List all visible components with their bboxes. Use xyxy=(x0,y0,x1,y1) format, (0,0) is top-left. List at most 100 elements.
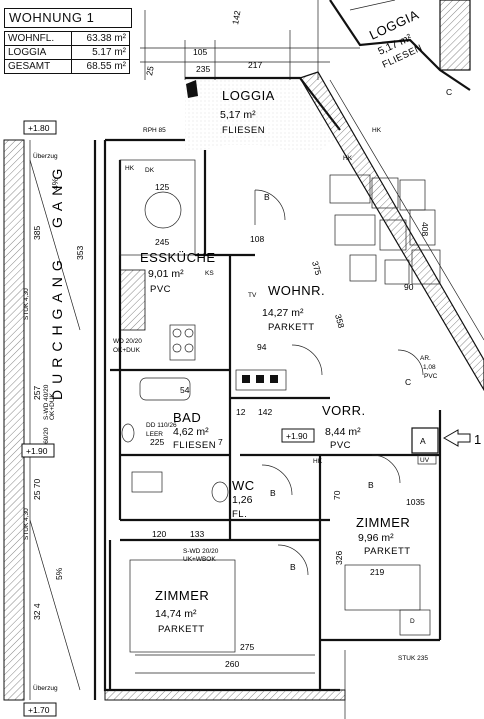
room-name: ZIMMER xyxy=(356,515,410,530)
dim-label: 217 xyxy=(248,60,262,70)
total-row: GESAMT 68.55 m² xyxy=(4,59,131,74)
dim-label: 408 xyxy=(420,222,430,236)
dim-label: 12 xyxy=(236,407,246,417)
dim-label: 358 xyxy=(333,313,346,330)
level-bottom: +1.70 xyxy=(28,705,50,715)
dim-label: 142 xyxy=(258,407,272,417)
dim-label: 142 xyxy=(230,9,242,25)
entrance-number: 1 xyxy=(474,432,482,447)
dim-label: 260 xyxy=(225,659,239,669)
right-blocks: 408 358 375 90 HK HK xyxy=(310,127,441,330)
label-ueberzug: Überzug xyxy=(33,684,58,692)
entrance: A 1 UV xyxy=(411,427,482,465)
column-marker xyxy=(186,80,198,98)
label-dk: DK xyxy=(145,167,155,174)
label-swd: OK+DUK xyxy=(49,392,56,420)
label-tv: TV xyxy=(248,292,257,299)
dim-label: 108 xyxy=(250,234,264,244)
dim-label: 120 xyxy=(152,529,166,539)
room-floor: PARKETT xyxy=(364,546,411,557)
apartment-title: WOHNUNG 1 xyxy=(4,8,132,28)
dim-label: 219 xyxy=(370,567,384,577)
wc: WC 1,26 FL. B xyxy=(211,464,293,520)
level-markers: +1.80 +1.90 +1.90 +1.70 xyxy=(21,120,315,717)
dim-label: 326 xyxy=(334,551,344,565)
corridor-name: DURCHGANG xyxy=(49,254,65,400)
loggia-top-right: LOGGIA 5,17 m² FLIESEN C xyxy=(329,0,471,97)
kitchen: HK DK KS ESSKÜCHE 9,01 m² PVC 245 108 12… xyxy=(113,159,264,361)
entrance-label: A xyxy=(420,436,426,446)
label-leer: LEER xyxy=(146,431,163,438)
dim-label: 125 xyxy=(155,182,169,192)
door-label: B xyxy=(270,488,276,498)
room-area: 14,74 m² xyxy=(155,608,197,620)
door-label: B xyxy=(264,192,270,202)
room-name: VORR. xyxy=(322,403,366,418)
room-name: WOHNR. xyxy=(268,283,325,298)
label-dd: DD 60/20 xyxy=(43,427,50,455)
room-floor: PARKETT xyxy=(158,624,205,635)
dim-label: 25 xyxy=(144,65,156,76)
living-room: TV WOHNR. 14,27 m² PARKETT B 94 xyxy=(235,189,325,391)
bathroom: 54 BAD 4,62 m² FLIESEN LEER DD 110/26 7 … xyxy=(121,377,223,493)
room-name: LOGGIA xyxy=(222,88,275,103)
top-dimension-lines: 142 105 235 25 217 xyxy=(140,0,360,80)
room-area: 4,62 m² xyxy=(173,426,209,438)
corridor-name-top: GANG xyxy=(49,163,65,228)
dim-label: 94 xyxy=(257,342,267,352)
storage-room: AR. 1,08 PVC C xyxy=(397,349,438,387)
room-name: BAD xyxy=(173,410,201,425)
room-area: 1,26 xyxy=(232,494,253,506)
label-stuk: STUK 4,30 xyxy=(23,508,30,540)
level-hall: +1.90 xyxy=(286,431,308,441)
dim-label: 375 xyxy=(310,260,323,277)
room-floor: FLIESEN xyxy=(173,440,216,451)
bottom-wall xyxy=(104,650,346,719)
label-dd: DD 110/26 xyxy=(146,422,177,429)
diagonal-facade-wall xyxy=(299,71,484,392)
grade-label: 5% xyxy=(54,567,64,580)
room-name: WC xyxy=(232,478,255,493)
label-hk: HK xyxy=(313,458,323,465)
room-floor: PVC xyxy=(150,284,171,295)
room-name: ESSKÜCHE xyxy=(140,250,216,265)
room-name: LOGGIA xyxy=(367,7,421,43)
dim-label: 275 xyxy=(240,642,254,652)
room-floor: FLIESEN xyxy=(222,125,265,136)
room-area: 9,96 m² xyxy=(358,532,394,544)
dim-label: 257 xyxy=(32,386,42,400)
label-hk: HK xyxy=(125,165,135,172)
label-ueberzug: Überzug xyxy=(33,152,58,160)
room-right: ZIMMER 9,96 m² PARKETT 219 1035 70 326 D… xyxy=(332,490,431,662)
label-swd: S-WD 40/20 xyxy=(43,384,50,420)
dim-label: 385 xyxy=(32,226,42,240)
label-swd: S-WD 20/20 xyxy=(183,548,219,555)
room-area: 8,44 m² xyxy=(325,426,361,438)
label-swd: UK+WBOK xyxy=(183,556,216,563)
dim-label: 245 xyxy=(155,237,169,247)
room-area: 14,27 m² xyxy=(262,307,304,319)
area-table: WOHNFL. 63.38 m² LOGGIA 5.17 m² GESAMT 6… xyxy=(4,31,131,74)
label-d: D xyxy=(410,618,415,625)
dim-label: 7 xyxy=(218,437,223,447)
door-label: B xyxy=(290,562,296,572)
level-top: +1.80 xyxy=(28,123,50,133)
room-floor: PVC xyxy=(424,373,438,380)
dim-label: 1035 xyxy=(406,497,425,507)
label-stuk: STUK 235 xyxy=(398,655,428,662)
table-row: WOHNFL. 63.38 m² xyxy=(4,31,131,46)
dim-label: 32 4 xyxy=(32,603,42,620)
room-floor: PVC xyxy=(330,440,351,451)
hallway: VORR. 8,44 m² PVC 142 12 HK B xyxy=(236,403,401,490)
room-area: 1,08 xyxy=(423,364,436,371)
corridor: GANG DURCHGANG 4% 5% Überzug Überzug 385… xyxy=(3,139,97,701)
total-label: GESAMT xyxy=(4,59,72,74)
dim-label: 133 xyxy=(190,529,204,539)
dim-label: 105 xyxy=(193,47,207,57)
door-label: C xyxy=(405,377,411,387)
room-bottom: ZIMMER 14,74 m² PARKETT 120 133 275 260 … xyxy=(129,529,315,674)
dim-label: 54 xyxy=(180,385,190,395)
room-floor: FL. xyxy=(232,509,247,520)
dim-label: 70 xyxy=(332,490,342,500)
label-stuk: STUK 4,30 xyxy=(23,288,30,320)
